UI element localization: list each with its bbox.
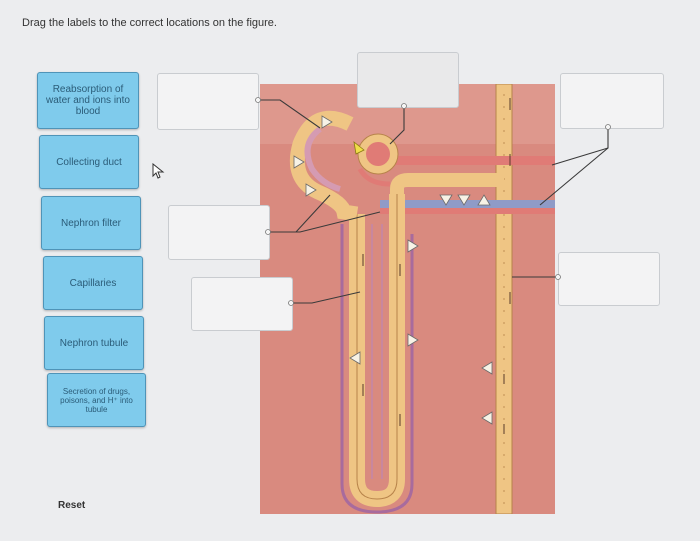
cursor-icon bbox=[152, 163, 166, 179]
